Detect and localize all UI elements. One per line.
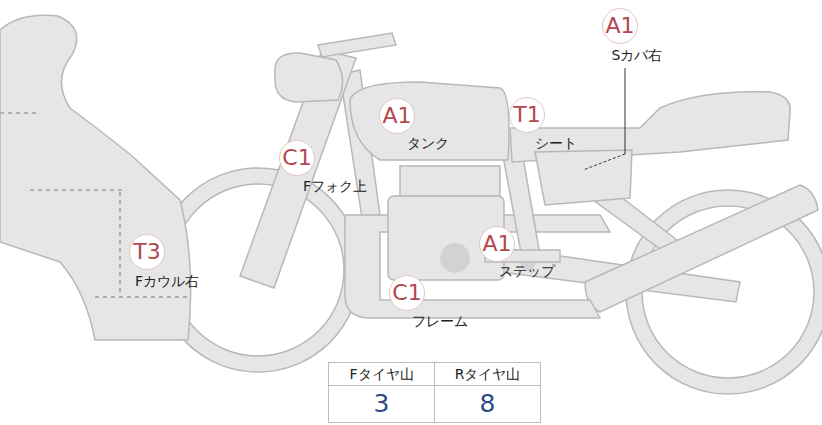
damage-marker: A1タンク — [379, 98, 415, 134]
damage-code: C1 — [389, 275, 425, 311]
table-header: Fタイヤ山 — [328, 362, 435, 386]
part-name: フレーム — [412, 312, 468, 330]
table-value: 3 — [328, 385, 435, 423]
damage-code: T1 — [509, 97, 545, 133]
damage-code: A1 — [602, 8, 638, 44]
table-header: Rタイヤ山 — [434, 362, 541, 386]
damage-code: T3 — [129, 234, 165, 270]
table-value: 8 — [434, 385, 541, 423]
damage-marker: A1Sカバ右 — [602, 8, 638, 44]
damage-code: C1 — [279, 140, 315, 176]
damage-marker: A1ステップ — [479, 226, 515, 262]
damage-code: A1 — [379, 98, 415, 134]
damage-marker: C1フレーム — [389, 275, 425, 311]
damage-marker: T3Fカウル右 — [129, 234, 165, 270]
damage-marker: C1Fフォク上 — [279, 140, 315, 176]
part-name: Fカウル右 — [135, 272, 199, 290]
part-name: Sカバ右 — [612, 46, 663, 64]
part-name: シート — [535, 134, 577, 152]
part-name: Fフォク上 — [303, 177, 367, 195]
damage-marker: T1シート — [509, 97, 545, 133]
part-name: タンク — [407, 134, 449, 152]
part-name: ステップ — [499, 262, 555, 280]
damage-code: A1 — [479, 226, 515, 262]
